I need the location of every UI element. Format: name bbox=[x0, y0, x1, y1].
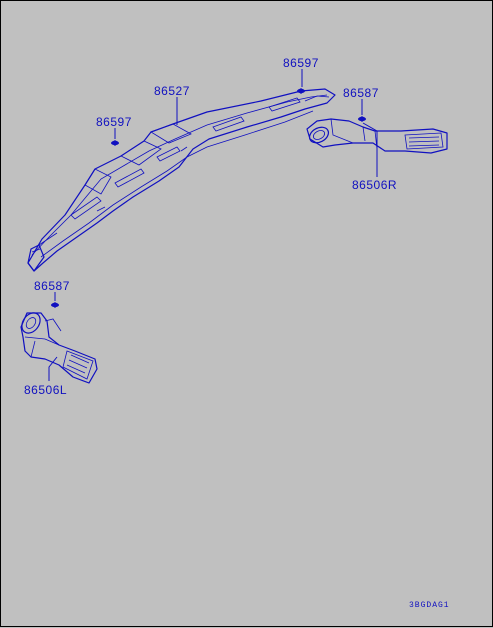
callout-86506r: 86506R bbox=[352, 178, 398, 192]
leader-lines bbox=[48, 69, 378, 381]
callout-86587-left: 86587 bbox=[34, 279, 70, 293]
side-vent-86506l bbox=[20, 312, 98, 384]
main-duct-86527 bbox=[27, 88, 336, 272]
clip-86587-right bbox=[358, 116, 366, 122]
clip-86597-left bbox=[111, 140, 119, 146]
callout-86597-top: 86597 bbox=[283, 56, 319, 70]
callout-86597-left: 86597 bbox=[96, 115, 132, 129]
side-vent-86506r bbox=[306, 118, 448, 154]
callout-86506l: 86506L bbox=[24, 383, 68, 397]
figure-code: 3BGDAG1 bbox=[409, 601, 450, 610]
clip-86597-top bbox=[297, 88, 305, 94]
callout-86587-right: 86587 bbox=[343, 86, 379, 100]
clip-86587-left bbox=[51, 302, 59, 308]
callout-86527: 86527 bbox=[154, 84, 190, 98]
